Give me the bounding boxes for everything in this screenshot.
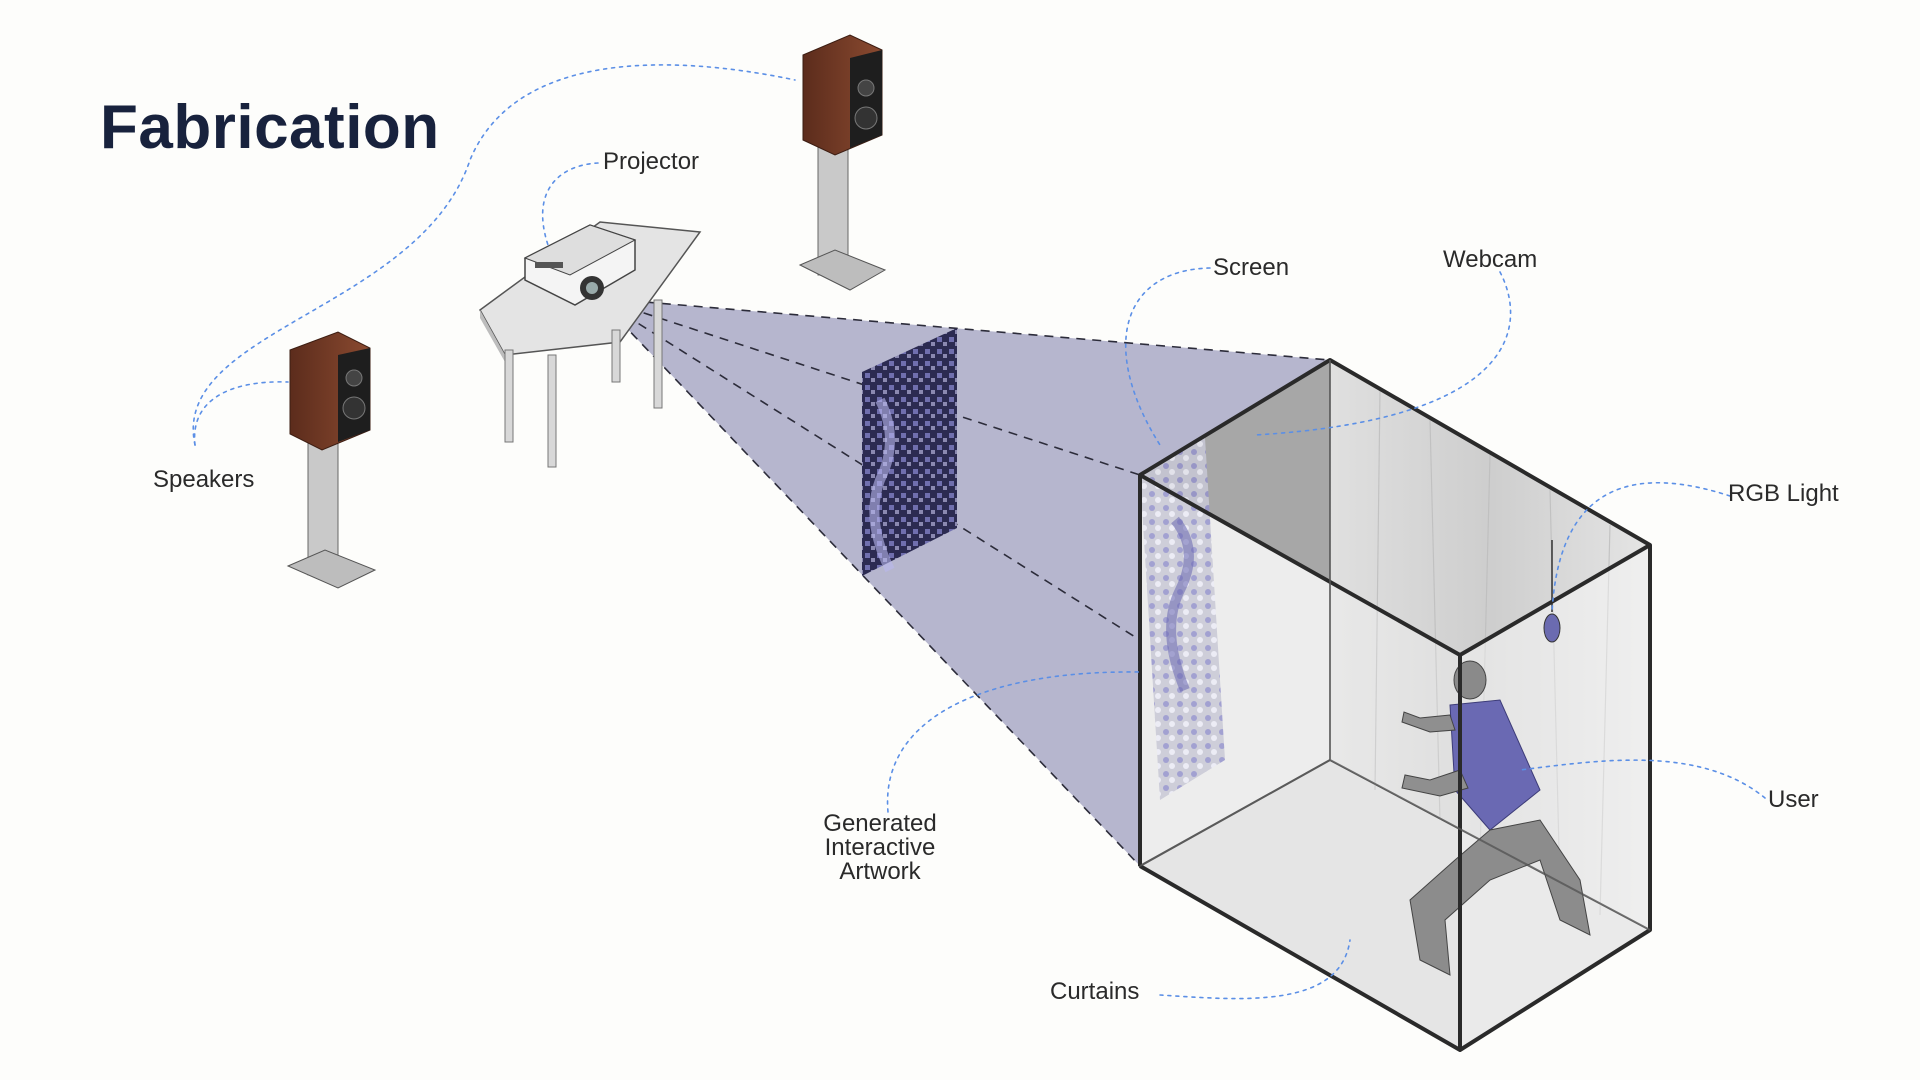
- speaker-back: [798, 34, 887, 291]
- projector-label: Projector: [603, 148, 700, 175]
- rgb-light-bulb: [1543, 613, 1561, 643]
- artwork-slice: [862, 328, 957, 576]
- artwork-label: Generated Interactive Artwork: [810, 812, 950, 884]
- screen-label: Screen: [1213, 254, 1290, 281]
- leader-lines: [192, 64, 1766, 1000]
- projector: [523, 224, 637, 306]
- booth: [1137, 358, 1652, 1052]
- diagram-title: Fabrication: [100, 93, 440, 162]
- rgb-light-label: RGB Light: [1728, 480, 1839, 507]
- webcam-label: Webcam: [1443, 246, 1538, 273]
- artwork-label-line-1: Generated: [823, 810, 937, 837]
- speakers-label: Speakers: [153, 466, 255, 493]
- user-label: User: [1768, 786, 1819, 813]
- artwork-label-line-3: Artwork: [839, 858, 921, 885]
- curtains-label: Curtains: [1050, 978, 1140, 1005]
- speaker-front: [286, 331, 377, 589]
- artwork-label-line-2: Interactive: [824, 834, 936, 861]
